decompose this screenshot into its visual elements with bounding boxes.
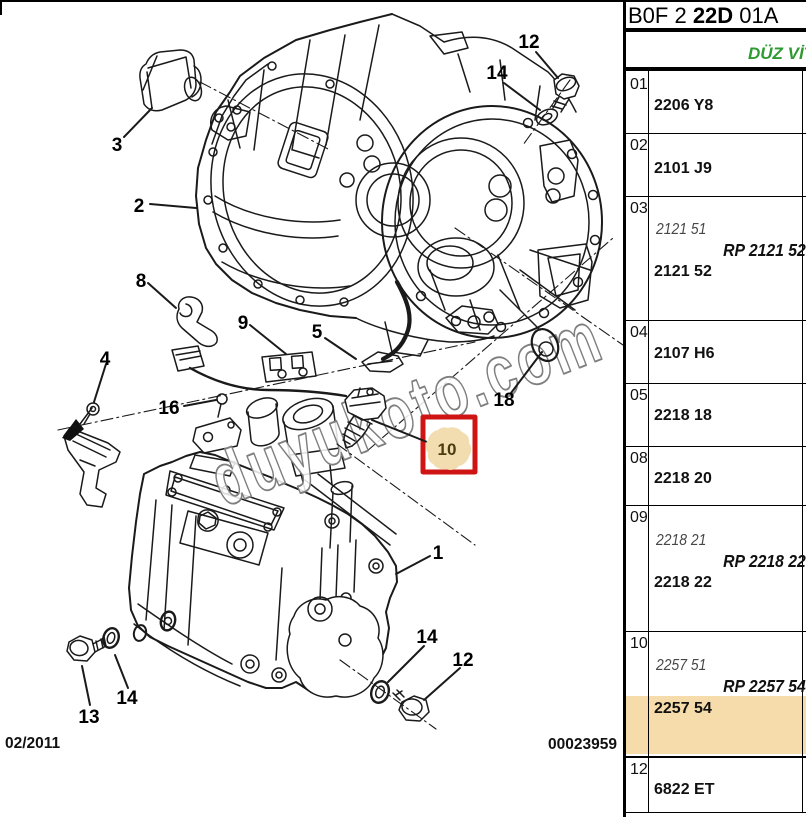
svg-text:1: 1 xyxy=(433,543,444,564)
svg-text:14: 14 xyxy=(486,63,508,84)
svg-text:3: 3 xyxy=(112,135,123,156)
svg-text:18: 18 xyxy=(493,390,514,411)
svg-text:14: 14 xyxy=(116,688,138,709)
svg-text:9: 9 xyxy=(238,313,249,334)
svg-text:8: 8 xyxy=(136,271,147,292)
svg-text:14: 14 xyxy=(416,627,438,648)
svg-text:4: 4 xyxy=(100,349,111,370)
svg-text:5: 5 xyxy=(312,322,323,343)
svg-text:2: 2 xyxy=(134,196,145,217)
svg-text:12: 12 xyxy=(518,32,539,53)
svg-text:10: 10 xyxy=(438,440,457,459)
svg-text:16: 16 xyxy=(158,398,179,419)
svg-text:12: 12 xyxy=(452,650,473,671)
svg-text:13: 13 xyxy=(78,707,99,728)
